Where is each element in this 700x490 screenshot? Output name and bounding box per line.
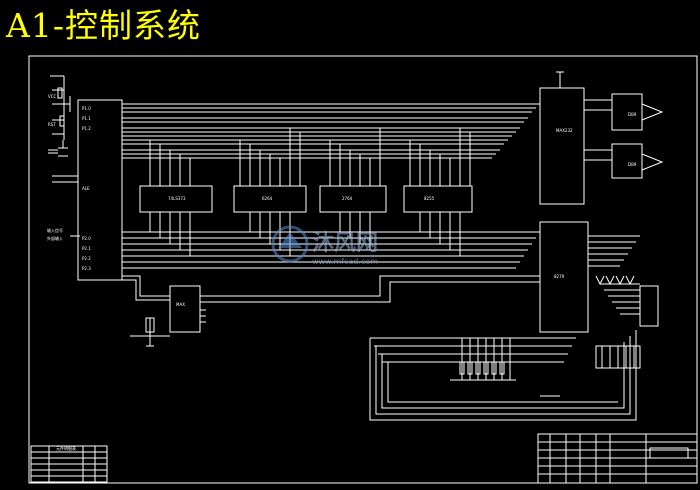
cpu-chip: P1.0 P1.1 P1.2 ALE P2.0 P2.1 P2.2 P2.3 <box>77 99 540 281</box>
drawing-title: A1-控制系统 <box>6 6 201 45</box>
svg-text:P1.0: P1.0 <box>82 106 91 111</box>
svg-text:P1.2: P1.2 <box>82 126 91 131</box>
serial-interface-chip: MAX232 DB9 DB9 <box>539 71 664 205</box>
svg-text:ALE: ALE <box>82 186 90 191</box>
latch-chip-2: 6264 <box>233 185 307 213</box>
io-expansion-chip: 8279 <box>539 221 659 333</box>
svg-text:输入信号: 输入信号 <box>47 227 63 233</box>
drawing-border <box>28 55 698 484</box>
power-reset-circuit: VCC RST 输入信号 外部输入 <box>47 75 80 241</box>
svg-text:VCC: VCC <box>48 94 57 99</box>
address-bus <box>122 212 540 303</box>
svg-text:P2.0: P2.0 <box>82 236 91 241</box>
parts-list-table: 元件明细表 <box>30 445 108 483</box>
latch-chip-4: 8255 <box>403 185 473 213</box>
svg-text:P2.1: P2.1 <box>82 246 91 251</box>
resistor-network <box>370 337 576 381</box>
latch-chip-3: 2764 <box>319 185 387 213</box>
latch-chip-1: 74LS373 <box>139 185 213 213</box>
watermark-logo: 沐风网 www.mfcad.com <box>271 225 378 266</box>
clock-chip: MAX <box>130 285 206 347</box>
svg-text:P2.2: P2.2 <box>82 256 91 261</box>
svg-text:MAX232: MAX232 <box>556 128 573 133</box>
title-block <box>537 433 698 484</box>
svg-text:DB9: DB9 <box>628 112 637 117</box>
led-array <box>595 345 641 369</box>
watermark-url: www.mfcad.com <box>312 257 378 266</box>
svg-text:外部输入: 外部输入 <box>47 235 63 241</box>
bottom-bus <box>369 330 637 421</box>
svg-text:DB9: DB9 <box>628 162 637 167</box>
svg-text:MAX: MAX <box>176 302 185 307</box>
svg-text:P2.3: P2.3 <box>82 266 91 271</box>
svg-text:2764: 2764 <box>342 196 353 201</box>
svg-text:74LS373: 74LS373 <box>168 196 186 201</box>
svg-text:P1.1: P1.1 <box>82 116 91 121</box>
svg-text:8279: 8279 <box>554 274 565 279</box>
svg-text:RST: RST <box>48 122 56 127</box>
watermark-name: 沐风网 <box>312 231 378 256</box>
parts-table-header: 元件明细表 <box>56 445 76 451</box>
svg-text:8255: 8255 <box>424 196 435 201</box>
svg-text:6264: 6264 <box>262 196 273 201</box>
data-bus <box>122 127 520 186</box>
